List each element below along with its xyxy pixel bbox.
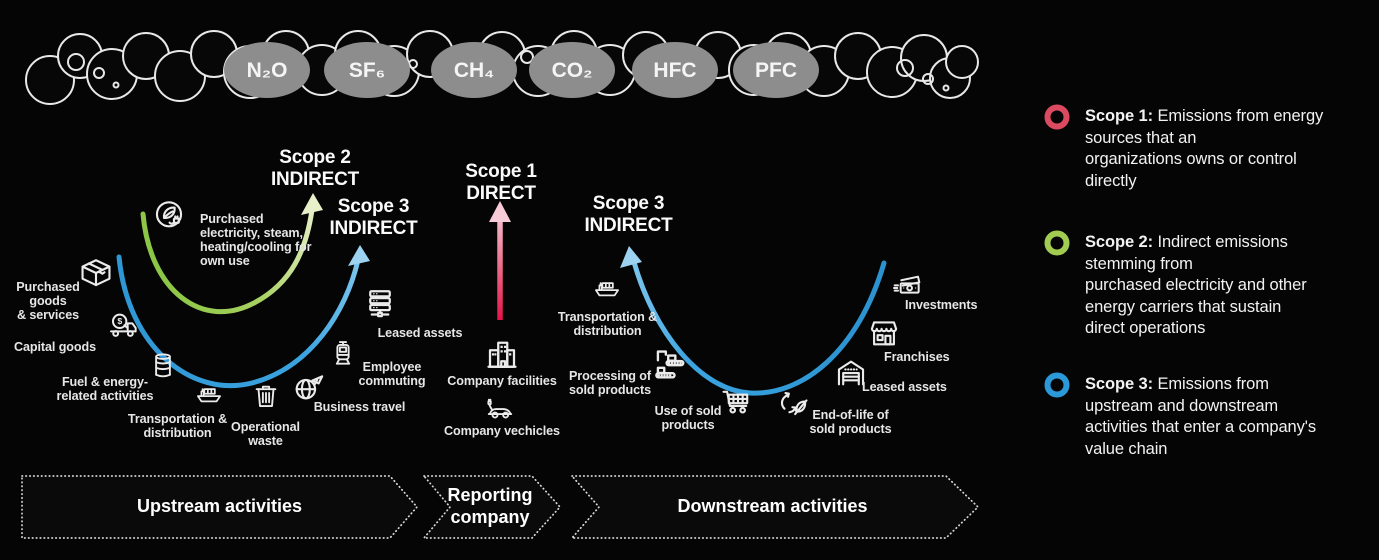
scope3-right-heading: Scope 3 INDIRECT [584,193,673,236]
storefront-icon [870,321,898,346]
cement-truck-icon: $ [110,313,137,337]
warehouse-icon [837,360,865,386]
upstream-item-label: Operational waste [231,420,300,449]
legend-scope3-body: Emissions from upstream and downstream a… [1085,375,1316,458]
reporting-chevron [422,475,562,539]
buildings-icon [487,341,517,368]
cargo-ship-icon [595,282,619,297]
gas-bubble [733,42,819,98]
gas-bubble [632,42,718,98]
tram-icon [335,341,351,365]
downstream-item-label: Processing of sold products [569,369,651,398]
reporting-company-label: Reporting company [447,485,533,527]
scope1-legend-ring-icon [1044,104,1070,130]
open-box-icon [81,259,111,287]
gas-label: PFC [755,59,797,82]
upstream-item-label: Business travel [313,400,406,414]
downstream-item-label: Use of sold products [654,404,722,433]
gas-label: CH₄ [454,59,494,82]
upstream-item-label: Fuel & energy- related activities [56,375,154,404]
recycle-leaf-icon [780,392,808,416]
reporting-item-label: Company vechicles [444,424,560,438]
eco-energy-icon [155,201,183,228]
legend-scope3-prefix: Scope 3: [1085,375,1153,393]
gas-label: N₂O [247,59,288,82]
trash-icon [255,385,277,407]
scope1-heading: Scope 1 DIRECT [465,161,537,204]
scope2-arc-arrow [140,207,315,315]
legend-scope2-text: Scope 2: Indirect emissions stemming fro… [1085,232,1379,340]
scope3-upstream-arc-arrow [116,254,361,389]
upstream-item-label: Leased assets [377,326,463,340]
upstream-item-label: Employee commuting [358,360,426,389]
scope2-note-label: Purchased electricity, steam, heating/co… [200,212,312,269]
downstream-item-label: Investments [905,298,978,312]
banknotes-icon [893,275,921,294]
oil-barrel-icon [155,353,171,378]
downstream-chevron [570,475,980,539]
downstream-item-label: Franchises [884,350,950,364]
scope3-downstream-arrowhead [620,246,642,268]
gas-bubble [529,42,615,98]
reporting-item-label: Company facilities [447,374,557,388]
gas-label: SF₆ [349,59,385,82]
downstream-item-label: Leased assets [862,380,947,394]
scope2-legend-ring-icon [1044,230,1070,256]
upstream-chevron [21,475,419,539]
legend-scope1-body: Emissions from energy sources that an or… [1085,107,1324,190]
shopping-cart-icon [722,390,749,414]
upstream-item-label: Purchased goods & services [16,280,80,323]
scope2-heading: Scope 2 INDIRECT [270,147,360,190]
downstream-activities-label: Downstream activities [677,496,868,517]
gas-bubble [224,42,310,98]
scope2-arrowhead [301,193,323,215]
electric-car-icon [487,398,513,419]
upstream-item-label: Capital goods [14,340,96,354]
scope1-arrowhead [489,201,511,222]
gas-bubbles [224,42,819,98]
upstream-item-label: Transportation & distribution [127,412,228,441]
downstream-item-label: Transportation & distribution [557,310,658,339]
conveyor-icon [655,350,685,379]
scope3-left-heading: Scope 3 INDIRECT [329,196,418,239]
downstream-item-label: End-of-life of sold products [809,408,892,437]
upstream-activities-label: Upstream activities [136,496,303,517]
svg-text:$: $ [117,316,122,326]
server-rack-icon [369,290,391,318]
globe-plane-icon [295,375,324,400]
gas-bubble [324,42,410,98]
legend-scope2-prefix: Scope 2: [1085,233,1153,251]
gas-label: HFC [653,59,696,82]
legend-scope1-text: Scope 1: Emissions from energy sources t… [1085,106,1379,192]
cargo-ship-icon [197,388,221,403]
legend-scope2-body: Indirect emissions stemming from purchas… [1085,233,1307,337]
scope3-upstream-arrowhead [348,245,370,266]
gas-bubble [431,42,517,98]
gas-label: CO₂ [552,59,593,82]
scope3-legend-ring-icon [1044,372,1070,398]
legend-scope1-prefix: Scope 1: [1085,107,1153,125]
scope3-downstream-arc-arrow [631,259,887,396]
legend-scope3-text: Scope 3: Emissions from upstream and dow… [1085,374,1379,460]
